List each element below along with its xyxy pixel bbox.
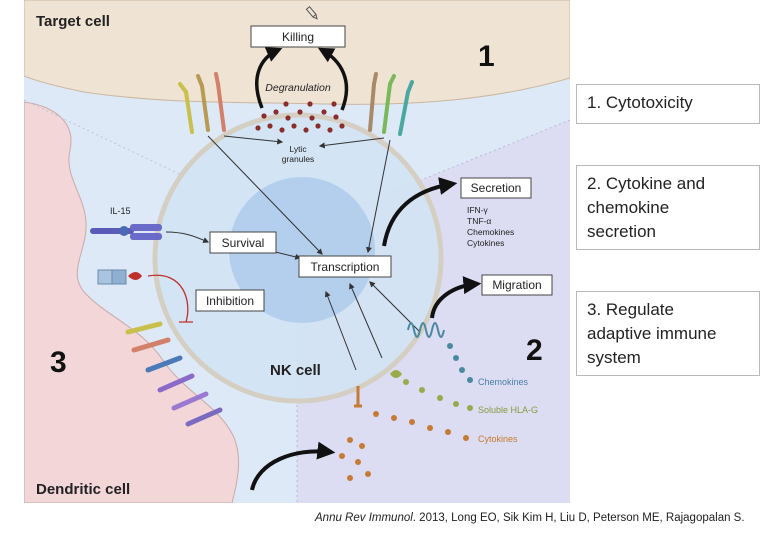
- killing-box: [250, 25, 346, 48]
- inhibition-line: [147, 274, 193, 323]
- secretion-label: Secretion: [471, 181, 522, 195]
- citation-details: . 2013, Long EO, Sik Kim H, Liu D, Peter…: [412, 512, 745, 524]
- survival-arrow: [165, 231, 210, 243]
- pen-icon: [305, 6, 318, 20]
- number-2: 2: [526, 334, 543, 367]
- transcription-label: Transcription: [311, 260, 380, 274]
- activating-receptors-right: [368, 72, 414, 136]
- legend-item-2-line-1: 2. Cytokine and: [587, 174, 706, 193]
- hla-g-ligand-label: Soluble HLA-G: [478, 405, 538, 415]
- cytokines-ligand-label: Cytokines: [478, 434, 518, 444]
- dendritic-to-nk-arrow: [250, 441, 336, 491]
- legend-item-3-line-2: adaptive immune: [587, 324, 717, 343]
- number-1: 1: [478, 40, 495, 73]
- transcription-box: [298, 255, 392, 278]
- migration-arrow: [430, 276, 482, 319]
- secretion-arrow: [382, 177, 458, 247]
- target-cell-label: Target cell: [36, 13, 110, 30]
- migration-label: Migration: [492, 278, 541, 292]
- secretion-item-ifn: IFN-γ: [467, 205, 489, 215]
- legend-adaptive-immune: 3. Regulate adaptive immune system: [576, 291, 760, 376]
- chemokine-dots: [447, 343, 473, 383]
- lytic-granules-label-2: granules: [282, 154, 315, 164]
- citation: Annu Rev Immunol. 2013, Long EO, Sik Kim…: [315, 512, 745, 524]
- secretion-list: IFN-γ TNF-α Chemokines Cytokines: [467, 205, 514, 248]
- secretion-item-chemokines: Chemokines: [467, 227, 514, 237]
- il15-label: IL-15: [110, 206, 131, 216]
- survival-label: Survival: [222, 236, 265, 250]
- chemokine-receptor: [407, 322, 445, 338]
- inhibitory-receptor: [97, 269, 142, 285]
- legend-item-2-line-2: chemokine: [587, 198, 670, 217]
- legend-item-2-line-3: secretion: [587, 222, 656, 241]
- survival-box: [209, 231, 277, 254]
- dendritic-cell-label: Dendritic cell: [36, 481, 130, 498]
- degranulation-arrow-left: [255, 47, 283, 109]
- lytic-granules: [255, 101, 345, 133]
- secretion-item-cytokines: Cytokines: [467, 238, 504, 248]
- cytokine-receptor: [354, 386, 362, 408]
- number-3: 3: [50, 346, 67, 379]
- migration-box: [481, 274, 553, 296]
- target-cell: [24, 0, 570, 105]
- degranulation-arrow-right: [317, 47, 349, 111]
- legend-item-3-line-1: 3. Regulate: [587, 300, 674, 319]
- legend-cytokine-secretion: 2. Cytokine and chemokine secretion: [576, 165, 760, 250]
- secretion-item-tnf: TNF-α: [467, 216, 491, 226]
- legend-item-1: 1. Cytotoxicity: [587, 93, 693, 112]
- activating-receptors-left: [178, 72, 226, 134]
- dendritic-receptors: [125, 321, 223, 427]
- il15-receptor: [90, 224, 162, 240]
- inhibition-label: Inhibition: [206, 294, 254, 308]
- legend-item-3-line-3: system: [587, 348, 641, 367]
- citation-journal: Annu Rev Immunol: [315, 512, 413, 524]
- nk-cell-diagram: Target cell NK cell Dendritic cell 1 2 3…: [24, 0, 570, 503]
- legend-cytotoxicity: 1. Cytotoxicity: [576, 84, 760, 124]
- nk-nucleus: [229, 177, 375, 323]
- hla-g-dots: [403, 379, 473, 411]
- nk-cell-label: NK cell: [270, 362, 321, 379]
- degranulation-label: Degranulation: [265, 82, 331, 94]
- chemokines-ligand-label: Chemokines: [478, 377, 529, 387]
- lytic-granules-label-1: Lytic: [289, 144, 307, 154]
- killing-label: Killing: [282, 30, 314, 44]
- secretion-box: [460, 177, 532, 199]
- hla-g-receptor: [390, 370, 402, 378]
- cytokine-dots: [339, 411, 469, 481]
- inhibition-box: [195, 289, 265, 312]
